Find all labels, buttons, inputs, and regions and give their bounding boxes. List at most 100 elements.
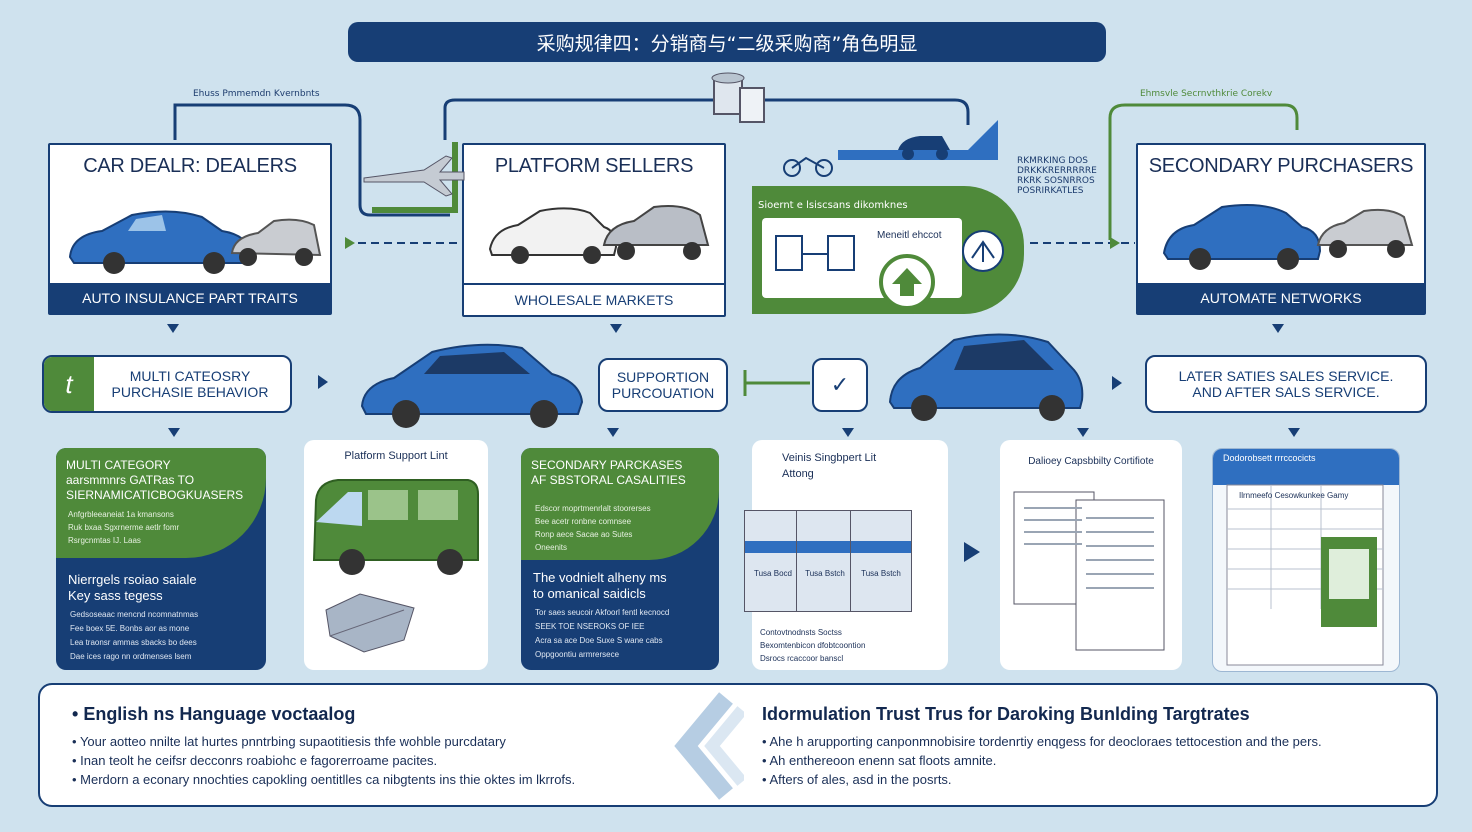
delivery-icon <box>838 120 998 160</box>
card-title: CAR DEALR: DEALERS <box>83 154 297 177</box>
arrow-right-icon <box>318 375 328 389</box>
center-small-line: RKMRKING DOS <box>1017 156 1089 166</box>
panel-line: Dae ices rago nn ordmenses lsem <box>70 652 192 661</box>
panel-header-bg <box>1213 449 1399 485</box>
green-panel-title: Sioernt e lsiscsans dikomknes <box>758 200 908 211</box>
center-small-line: POSRIRKATLES <box>1017 186 1084 196</box>
summary-left-list: • Your aotteo nnilte lat hurtes pnntrbin… <box>72 732 575 789</box>
panel-subheading: The vodnielt alheny ms to omanical saidi… <box>533 570 667 601</box>
list-item: • Merdorn a econary nnochties capokling … <box>72 772 576 787</box>
panel-header-bg <box>521 448 719 560</box>
box: Tusa Bocd <box>744 510 802 612</box>
panel-line: Acra sa ace Doe Suxe S wane cabs <box>535 636 663 645</box>
arrow-down-icon <box>168 428 180 437</box>
panel-line: Oneenits <box>535 543 568 552</box>
card-platform-sellers: PLATFORM SELLERS WHOLESALE MARKETS <box>462 143 726 317</box>
blue-sedan-icon <box>360 343 584 428</box>
panel-body-2: Tor saes seucoir Akfoorl fentl kecnocd S… <box>535 606 669 662</box>
panel-line: Edscor moprtmenrlalt stoorerses <box>535 504 651 513</box>
panel-header-bg <box>56 448 266 558</box>
arrow-down-icon <box>610 324 622 333</box>
panel-body-1: Edscor moprtmenrlalt stoorerses Bee acet… <box>535 502 651 554</box>
panel-heading: Dalioey Capsbbilty Cortifiote <box>1028 456 1154 467</box>
clipboard-icon <box>775 235 855 271</box>
top-right-caption: Ehmsvle Secrnvthkrie Corekv <box>1140 89 1273 99</box>
pill-after-sales: LATER SATIES SALES SERVICE. AND AFTER SA… <box>1145 355 1427 413</box>
panel-body-2: Gedsoseaac mencnd ncomnatnmas Fee boex 5… <box>70 608 198 664</box>
pill-supportion: SUPPORTION PURCOUATION <box>598 358 728 412</box>
panel-line: Contovtnodnsts Soctss <box>760 628 842 637</box>
container-icon <box>711 72 765 123</box>
item-text: Merdorn a econary nnochties capokling oe… <box>80 772 576 787</box>
box-stack: Tusa Bocd Tusa Bstch Tusa Bstch <box>744 500 934 612</box>
panel-line: Tor saes seucoir Akfoorl fentl kecnocd <box>535 608 670 617</box>
panel-heading: MULTI CATEGORY aarsmmnrs GATRas TO SIERN… <box>66 458 244 502</box>
panel-line: Lea traonsr ammas sbacks bo dees <box>70 638 197 647</box>
card-title: PLATFORM SELLERS <box>494 154 694 177</box>
heading-text: English ns Hanguage voctaalog <box>83 704 356 724</box>
network-icon <box>962 230 1004 272</box>
car-part-icon <box>325 593 415 653</box>
arrow-right-icon <box>964 542 980 562</box>
panel-heading: Platform Support Lint <box>344 450 448 462</box>
panel-line: Ronp aece Sacae ao Sutes <box>535 530 633 539</box>
panel-secondary-purchases: SECONDARY PARCKASES AF SBSTORAL CASALITI… <box>521 448 719 670</box>
list-item: • Ahe h arupporting canponmnobisire tord… <box>762 734 1322 749</box>
arrow-down-icon <box>607 428 619 437</box>
car-icon <box>488 205 710 264</box>
panel-line: Gedsoseaac mencnd ncomnatnmas <box>70 610 199 619</box>
center-small-line: RKRK SOSNRROS <box>1017 176 1095 186</box>
box-band <box>797 541 853 553</box>
panel-line: SEEK TOE NSEROKS OF IEE <box>535 622 645 631</box>
recycle-icon <box>879 254 935 310</box>
panel-documents: Dodorobsett rrrccocicts Ilrnmeefo Cesowk… <box>1212 448 1400 672</box>
car-icon <box>1162 204 1414 270</box>
top-left-caption: Ehuss Pmmemdn Kvernbnts <box>193 89 320 99</box>
page-title: 采购规律四：分销商与“二级采购商”角色明显 <box>348 22 1106 62</box>
box-band <box>851 541 911 553</box>
green-panel-caption: Meneitl ehccot <box>877 230 942 241</box>
pill-multi-category: t MULTI CATEOSRY PURCHASIE BEHAVIOR <box>42 355 292 413</box>
box: Tusa Bstch <box>796 510 854 612</box>
list-item: • Your aotteo nnilte lat hurtes pnntrbin… <box>72 734 506 749</box>
card-car-dealers: CAR DEALR: DEALERS AUTO INSULANCE PART T… <box>48 143 332 315</box>
panel-body-1: Anfgrbleeaneiat 1a kmansons Ruk bxaa Sgx… <box>68 508 179 547</box>
panel-line: Fee boex 5E. Bonbs aor as mone <box>70 624 190 633</box>
spreadsheet-icon <box>1226 484 1384 666</box>
panel-heading: SECONDARY PARCKASES AF SBSTORAL CASALITI… <box>531 458 686 487</box>
summary-left-heading: • English ns Hanguage voctaalog <box>72 704 356 724</box>
panel-line: Rsrgcnmtas IJ. Laas <box>68 536 141 545</box>
checkmark-icon: ✓ <box>812 358 868 412</box>
tag-icon: t <box>44 357 94 411</box>
list-item: • Inan teolt he ceifsr decconrs roabiohc… <box>72 753 438 768</box>
card-footer: WHOLESALE MARKETS <box>464 283 724 315</box>
panel-heading: Dodorobsett rrrccocicts <box>1223 453 1316 463</box>
card-footer: AUTOMATE NETWORKS <box>1138 283 1424 313</box>
box: Tusa Bstch <box>850 510 912 612</box>
arrow-down-icon <box>842 428 854 437</box>
item-text: Ah enthereoon enenn sat floots amnite. <box>769 753 997 768</box>
arrow-right-icon <box>1112 376 1122 390</box>
airplane-icon <box>363 155 465 197</box>
panel-notes: Contovtnodnsts Soctss Bexomtenbicon dfob… <box>760 626 865 665</box>
card-title: SECONDARY PURCHASERS <box>1148 154 1414 177</box>
green-van-icon <box>312 479 479 575</box>
arrow-down-icon <box>1288 428 1300 437</box>
chevron-left-icon <box>674 692 744 800</box>
summary-right-list: • Ahe h arupporting canponmnobisire tord… <box>762 732 1322 789</box>
panel-heading: Veinis Singbpert Lit Attong <box>782 452 877 480</box>
panel-line: Dsrocs rcaccoor banscl <box>760 654 844 663</box>
panel-line: Bexomtenbicon dfobtcoontion <box>760 641 866 650</box>
box-label: Tusa Bstch <box>861 569 901 578</box>
card-secondary-purchasers: SECONDARY PURCHASERS AUTOMATE NETWORKS <box>1136 143 1426 315</box>
panel-subheading: Nierrgels rsoiao saiale Key sass tegess <box>68 572 197 603</box>
summary-right-heading: Idormulation Trust Trus for Daroking Bun… <box>762 704 1250 724</box>
center-small-line: DRKKKRERRRRRE <box>1017 166 1097 176</box>
bike-icon <box>783 156 833 177</box>
list-item: • Afters of ales, asd in the posrts. <box>762 772 952 787</box>
summary-box <box>38 683 1438 807</box>
box-band <box>745 541 801 553</box>
box-label: Tusa Bocd <box>754 569 792 578</box>
item-text: Afters of ales, asd in the posrts. <box>769 772 952 787</box>
